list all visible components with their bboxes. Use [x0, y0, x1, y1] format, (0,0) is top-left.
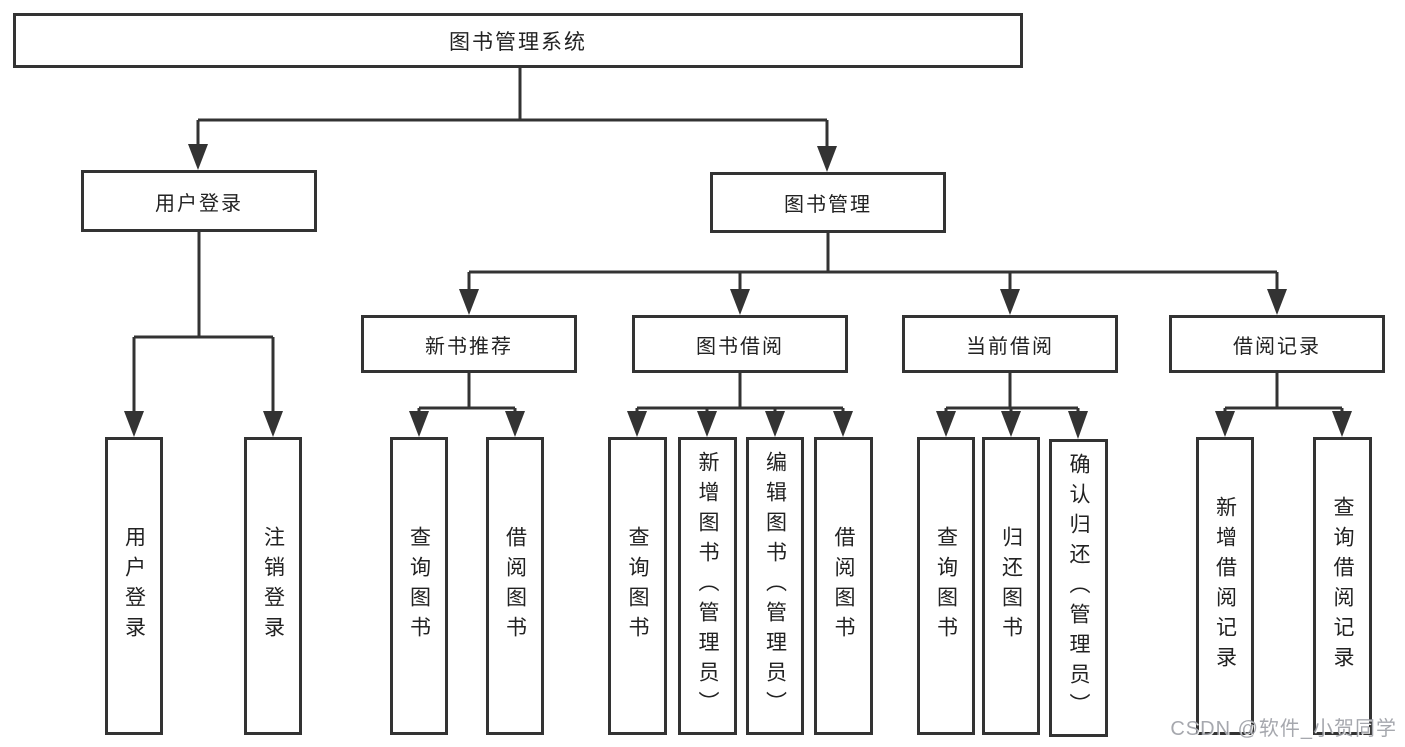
node-borrow-record: 借阅记录 [1169, 315, 1385, 373]
leaf-query-book-recommend: 查询图书 [390, 437, 448, 735]
leaf-return-book: 归还图书 [982, 437, 1040, 735]
arrowheads [124, 144, 1352, 439]
node-label: 用户登录 [155, 192, 243, 215]
node-label: 用户登录 [122, 526, 146, 646]
node-label: 新增借阅记录 [1213, 496, 1237, 676]
node-label: 确认归还（管理员） [1067, 453, 1090, 723]
node-label: 当前借阅 [966, 335, 1054, 358]
node-label: 编辑图书（管理员） [763, 451, 787, 721]
node-label: 借阅记录 [1233, 335, 1321, 358]
leaf-query-book-borrow: 查询图书 [608, 437, 667, 735]
leaf-edit-book-admin: 编辑图书（管理员） [746, 437, 804, 735]
node-user-login: 用户登录 [81, 170, 317, 232]
node-book-management: 图书管理 [710, 172, 946, 233]
node-label: 查询图书 [934, 526, 958, 646]
leaf-add-book-admin: 新增图书（管理员） [678, 437, 737, 735]
leaf-logout-login: 注销登录 [244, 437, 302, 735]
leaf-query-book-current: 查询图书 [917, 437, 975, 735]
node-label: 查询图书 [407, 526, 431, 646]
node-label: 借阅图书 [832, 526, 855, 646]
leaf-query-borrow-record: 查询借阅记录 [1313, 437, 1372, 735]
node-label: 借阅图书 [503, 526, 527, 646]
node-label: 注销登录 [261, 526, 285, 646]
csdn-watermark: CSDN @软件_小贺同学 [1170, 718, 1397, 740]
node-label: 新增图书（管理员） [696, 451, 719, 721]
leaf-borrow-book-recommend: 借阅图书 [486, 437, 544, 735]
node-label: 图书管理 [784, 194, 872, 216]
leaf-confirm-return-admin: 确认归还（管理员） [1049, 439, 1108, 737]
node-label: 查询图书 [626, 526, 649, 646]
leaf-user-login: 用户登录 [105, 437, 163, 735]
node-label: 新书推荐 [425, 335, 513, 358]
node-label: 查询借阅记录 [1331, 496, 1354, 676]
node-new-book-recommend: 新书推荐 [361, 315, 577, 373]
node-label: 图书管理系统 [449, 30, 587, 54]
node-library-management-system: 图书管理系统 [13, 13, 1023, 68]
leaf-borrow-book: 借阅图书 [814, 437, 873, 735]
node-book-borrow: 图书借阅 [632, 315, 848, 373]
node-current-borrow: 当前借阅 [902, 315, 1118, 373]
node-label: 归还图书 [999, 526, 1023, 646]
leaf-add-borrow-record: 新增借阅记录 [1196, 437, 1254, 735]
node-label: 图书借阅 [696, 335, 784, 358]
